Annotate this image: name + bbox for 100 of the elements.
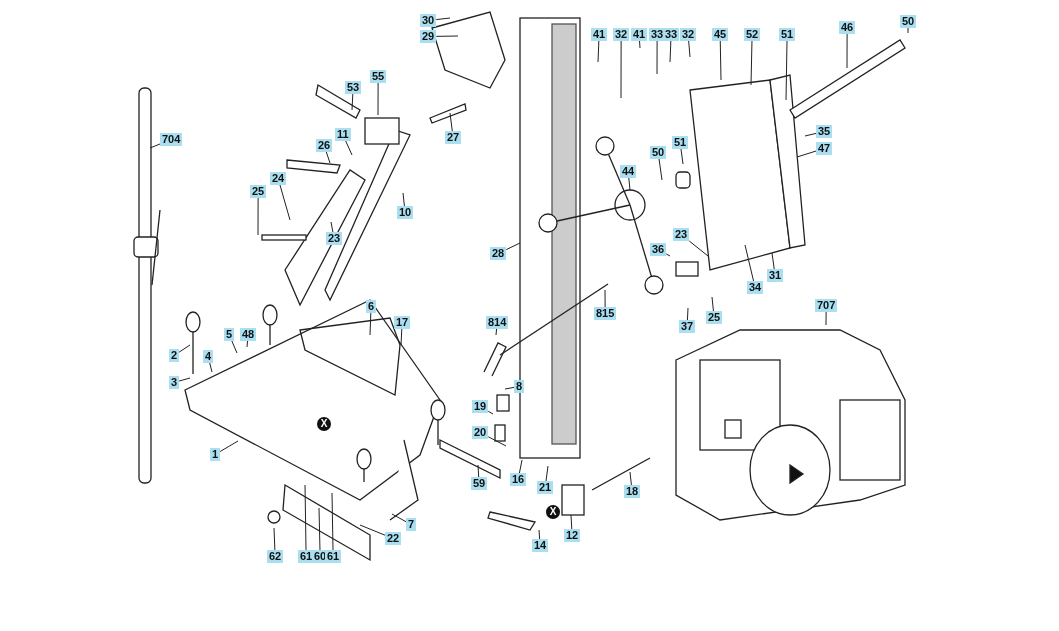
leader-line xyxy=(209,362,213,373)
callout-number: 20 xyxy=(472,426,489,439)
leader-line xyxy=(402,192,405,207)
leader-line xyxy=(658,158,663,181)
leader-line xyxy=(487,410,494,415)
leader-line xyxy=(400,328,403,346)
leader-line xyxy=(711,296,714,312)
leader-line xyxy=(686,307,689,321)
callout-number: 18 xyxy=(624,485,641,498)
callout-number: 3 xyxy=(169,376,180,389)
callout-number: 41 xyxy=(631,28,648,41)
leader-line xyxy=(538,529,541,540)
callout-number: 23 xyxy=(326,232,343,245)
leader-line xyxy=(331,492,334,551)
leader-line xyxy=(719,40,722,81)
callout-number: 8 xyxy=(514,380,525,393)
callout-number: 30 xyxy=(420,14,437,27)
leader-line xyxy=(246,340,249,348)
leader-line xyxy=(178,344,191,353)
leader-line xyxy=(257,197,259,236)
callout-number: 37 xyxy=(679,320,696,333)
callout-number: 10 xyxy=(397,206,414,219)
leader-line xyxy=(231,340,238,354)
callout-number: 814 xyxy=(486,316,509,329)
leader-line xyxy=(665,253,671,257)
leader-line xyxy=(545,465,549,482)
callout-number: 704 xyxy=(160,133,183,146)
callout-number: 33 xyxy=(663,28,680,41)
callout-number: 21 xyxy=(537,481,554,494)
leader-line xyxy=(369,312,372,336)
callout-number: 25 xyxy=(250,185,267,198)
callout-number: 17 xyxy=(394,316,411,329)
leader-line xyxy=(688,240,709,257)
callout-number: 59 xyxy=(471,477,488,490)
leader-line xyxy=(907,27,909,34)
leader-line xyxy=(449,112,453,132)
callout-number: 23 xyxy=(673,228,690,241)
callout-number: 7 xyxy=(406,518,417,531)
callout-number: 28 xyxy=(490,247,507,260)
leader-line xyxy=(785,40,788,101)
leader-line xyxy=(149,143,161,149)
leader-line xyxy=(680,148,684,165)
leader-line xyxy=(518,459,523,474)
callout-number: 2 xyxy=(169,349,180,362)
callout-number: 25 xyxy=(706,311,723,324)
callout-number: 19 xyxy=(472,400,489,413)
callout-number: 27 xyxy=(445,131,462,144)
leader-line xyxy=(304,484,307,551)
callout-number: 51 xyxy=(672,136,689,149)
leader-line xyxy=(570,514,573,530)
callout-number: 707 xyxy=(815,299,838,312)
leader-line xyxy=(656,40,658,75)
leader-line xyxy=(318,507,321,551)
callout-number: 31 xyxy=(767,269,784,282)
callout-number: 50 xyxy=(650,146,667,159)
leader-line xyxy=(504,386,515,390)
leader-line xyxy=(391,513,407,523)
leader-line xyxy=(796,150,817,158)
leader-line xyxy=(273,527,276,551)
leader-line xyxy=(219,440,239,452)
leader-line xyxy=(178,377,191,382)
callout-number: 14 xyxy=(532,539,549,552)
callout-number: 22 xyxy=(385,532,402,545)
leader-line xyxy=(377,82,379,116)
callout-number: 53 xyxy=(345,81,362,94)
callout-number: 50 xyxy=(900,15,917,28)
callout-number: 61 xyxy=(325,550,342,563)
callout-number: 24 xyxy=(270,172,287,185)
leader-line xyxy=(359,524,386,536)
callout-number: 62 xyxy=(267,550,284,563)
callout-number: 4 xyxy=(203,350,214,363)
leader-line xyxy=(435,17,451,21)
callout-number: 45 xyxy=(712,28,729,41)
leader-line xyxy=(620,40,622,99)
leader-line xyxy=(435,35,459,37)
leader-line xyxy=(628,177,631,191)
leader-line xyxy=(487,436,507,447)
leader-line xyxy=(597,40,600,63)
leader-line xyxy=(750,40,753,86)
leader-line xyxy=(604,289,606,308)
callout-number: 29 xyxy=(420,30,437,43)
leader-line xyxy=(279,184,291,221)
callout-number: 44 xyxy=(620,165,637,178)
leader-line xyxy=(345,140,353,156)
leader-line xyxy=(669,40,672,63)
callout-number: 12 xyxy=(564,529,581,542)
leader-line xyxy=(825,311,827,326)
leader-line xyxy=(505,242,521,251)
leader-line xyxy=(325,151,331,164)
callout-number: 32 xyxy=(680,28,697,41)
callout-number: 47 xyxy=(816,142,833,155)
callout-number: 5 xyxy=(224,328,235,341)
callout-number: 32 xyxy=(613,28,630,41)
callout-number: 41 xyxy=(591,28,608,41)
leader-line xyxy=(330,221,334,233)
callout-number: 815 xyxy=(594,307,617,320)
callout-number: 55 xyxy=(370,70,387,83)
leader-line xyxy=(688,40,691,58)
leader-line xyxy=(639,40,641,49)
callout-number: 51 xyxy=(779,28,796,41)
